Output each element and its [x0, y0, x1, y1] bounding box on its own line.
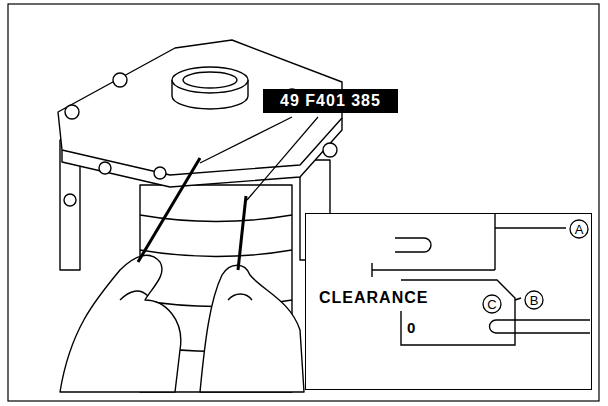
callout-letter: B: [524, 290, 544, 310]
leader-lines: [200, 117, 318, 200]
drawing-stroke: [154, 167, 166, 179]
drawing-stroke: [238, 196, 246, 270]
drawing-stroke: [183, 72, 237, 88]
callout-letter-text: B: [530, 294, 539, 307]
drawing-stroke: [323, 143, 337, 157]
drawing-stroke: [372, 213, 590, 345]
drawing-stroke: [395, 238, 431, 252]
drawing-stroke: [200, 265, 304, 392]
drawing-stroke: [371, 263, 372, 277]
drawing-stroke: [495, 227, 566, 228]
drawing-stroke: [8, 4, 599, 401]
drawing-stroke: [172, 67, 248, 93]
frame: [8, 4, 599, 401]
tool-number-label: 49 F401 385: [263, 89, 398, 113]
callout-letter-text: A: [575, 223, 584, 236]
clearance-detail: [305, 213, 592, 390]
callout-letter: C: [482, 294, 502, 314]
hands-with-feeler-gauges: [60, 158, 304, 392]
detail-inset: CLEARANCE 0 A C B: [305, 213, 592, 390]
drawing-stroke: [138, 158, 200, 262]
drawing-stroke: [64, 194, 76, 206]
drawing-stroke: [200, 117, 292, 163]
callout-letter-text: C: [487, 298, 496, 311]
drawing-stroke: [140, 250, 292, 257]
drawing-stroke: [247, 117, 318, 200]
clearance-label: CLEARANCE: [319, 289, 428, 307]
drawing-stroke: [65, 105, 79, 119]
circle-outline-shape: [525, 291, 543, 309]
drawing-stroke: [490, 320, 591, 333]
drawing-stroke: [494, 213, 495, 270]
tool-number: 49 F401 385: [271, 92, 390, 110]
drawing-stroke: [372, 269, 495, 270]
drawing-stroke: [305, 213, 592, 390]
circle-outline-shape: [570, 220, 588, 238]
drawing-stroke: [60, 255, 181, 392]
circle-outline-shape: [483, 295, 501, 313]
callout-letter: A: [569, 219, 589, 239]
drawing-stroke: [228, 294, 252, 300]
drawing-stroke: [99, 162, 111, 174]
drawing-stroke: [113, 73, 127, 87]
drawing-stroke: [120, 291, 148, 300]
drawing-stroke: [515, 298, 521, 300]
zero-mark: 0: [407, 319, 416, 336]
